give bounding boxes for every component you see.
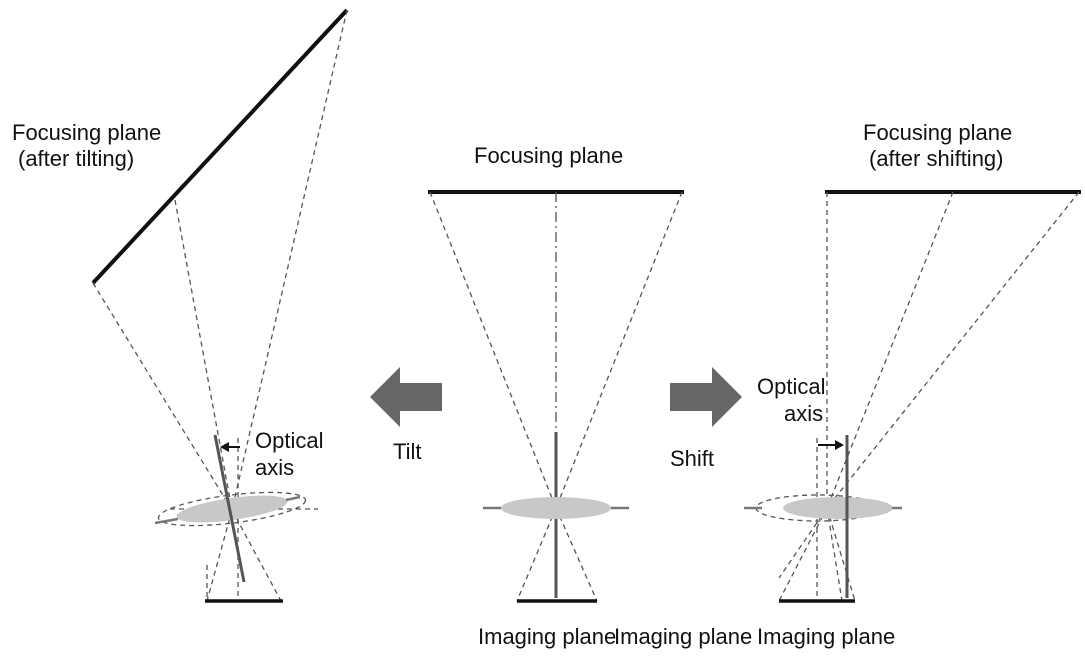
shift-panel: Focusing plane (after shifting) Optical … <box>744 120 1081 603</box>
tilt-optical-axis-arrow <box>220 442 240 452</box>
shift-optical-axis-sublabel: axis <box>784 401 823 426</box>
left-block-arrow-icon <box>370 367 442 427</box>
tilt-imaging-plane-label: Imaging plane <box>478 624 616 649</box>
tilt-optical-axis-label: Optical <box>255 428 323 453</box>
tilted-focusing-plane <box>91 8 349 285</box>
normal-lens <box>483 497 629 519</box>
normal-rays <box>429 191 683 602</box>
tilt-focusing-plane-sublabel: (after tilting) <box>18 146 134 171</box>
shift-optical-axis-label: Optical <box>757 374 825 399</box>
shift-focusing-plane-sublabel: (after shifting) <box>869 146 1004 171</box>
tilted-lens <box>154 495 301 525</box>
shift-optical-axis-arrow <box>818 440 844 450</box>
shift-focusing-plane-label: Focusing plane <box>863 120 1012 145</box>
shift-arrow: Shift <box>670 367 742 471</box>
tilt-focusing-plane-label: Focusing plane <box>12 120 161 145</box>
normal-panel: Focusing plane <box>428 143 684 603</box>
tilt-panel: Focusing plane (after tilting) Optical a… <box>12 8 349 603</box>
imaging-plane-label: Imaging plane <box>614 624 752 649</box>
tilt-label: Tilt <box>393 439 422 464</box>
tilted-optical-axis <box>213 434 246 583</box>
right-block-arrow-icon <box>670 367 742 427</box>
shifted-lens <box>744 497 902 519</box>
tilt-optical-axis-sublabel: axis <box>255 455 294 480</box>
focusing-plane-label: Focusing plane <box>474 143 623 168</box>
shift-label: Shift <box>670 446 714 471</box>
tilt-arrow: Tilt <box>370 367 442 464</box>
shift-imaging-plane-label: Imaging plane <box>757 624 895 649</box>
